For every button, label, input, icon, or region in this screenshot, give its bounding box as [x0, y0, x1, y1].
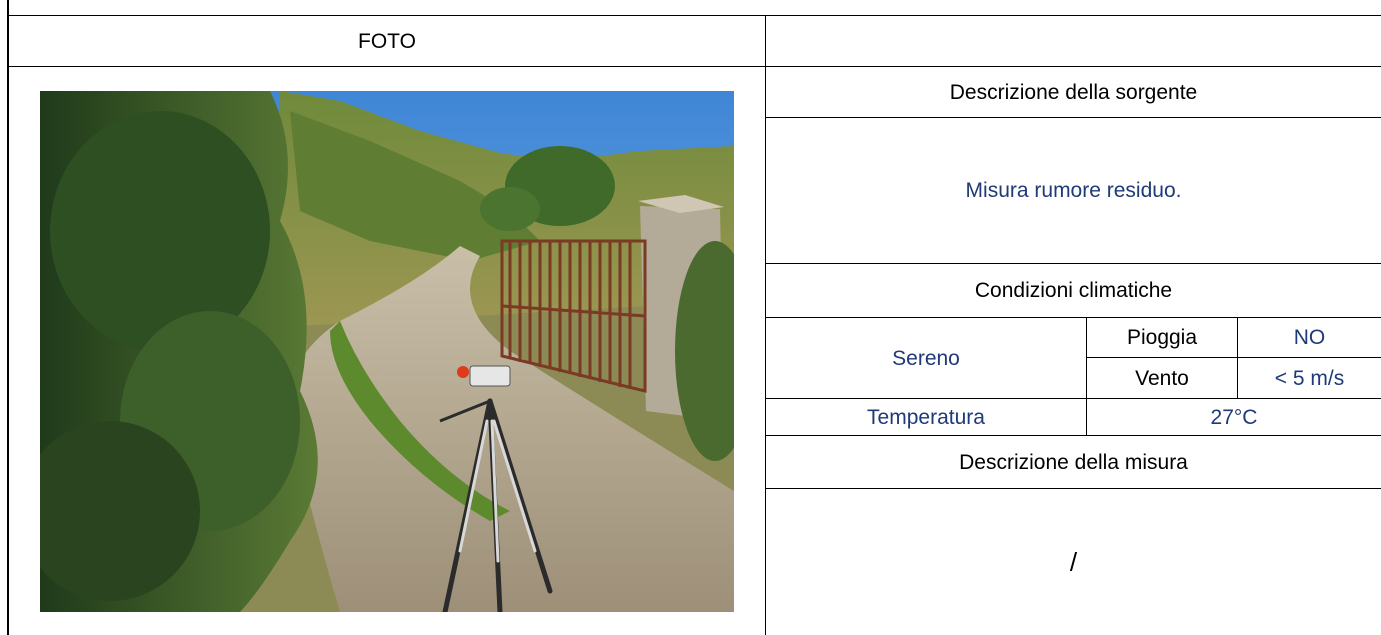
source-heading: Descrizione della sorgente — [949, 80, 1198, 104]
source-heading-rule — [765, 117, 1381, 118]
wind-label: Vento — [1135, 366, 1189, 390]
wind-value: < 5 m/s — [1274, 366, 1345, 390]
measure-heading-rule — [765, 488, 1381, 489]
temperature-rule — [765, 435, 1381, 436]
rain-label: Pioggia — [1126, 326, 1198, 349]
climate-heading: Condizioni climatiche — [974, 279, 1173, 302]
sky-condition: Sereno — [892, 346, 960, 370]
weather-col-divider — [1086, 317, 1087, 435]
temperature-label: Temperatura — [867, 405, 985, 429]
rain-wind-rule — [1086, 357, 1381, 358]
column-divider — [765, 15, 766, 635]
table-left-border — [7, 0, 9, 635]
rain-value: NO — [1293, 326, 1326, 349]
site-photo — [40, 91, 734, 612]
temperature-value: 27°C — [1210, 405, 1258, 429]
table-top-rule — [7, 15, 1381, 16]
climate-heading-rule — [765, 317, 1381, 318]
foto-header: FOTO — [358, 29, 416, 53]
source-value-rule — [765, 263, 1381, 264]
weather-value-divider — [1237, 317, 1238, 398]
measure-value: / — [1069, 547, 1078, 577]
right-header — [766, 16, 1381, 66]
source-value: Misura rumore residuo. — [965, 179, 1182, 202]
measure-heading: Descrizione della misura — [959, 450, 1188, 474]
weather-rule — [765, 398, 1381, 399]
header-bottom-rule — [7, 66, 1381, 67]
